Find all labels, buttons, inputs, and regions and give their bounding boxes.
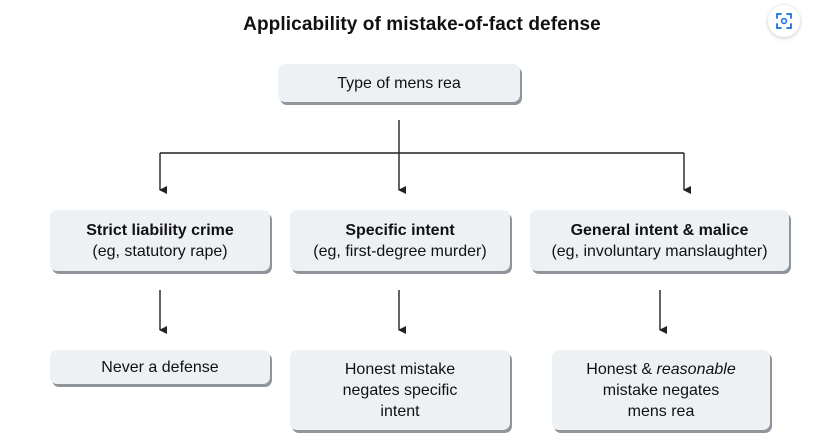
specific-intent-example: (eg, first-degree murder) [313,242,487,260]
honest-mistake-box: Honest mistake negates specific intent [290,350,510,430]
honest-mistake-line-2: negates specific [342,381,458,399]
strict-liability-heading: Strict liability crime [86,221,234,239]
reasonable-mistake-line-2: mistake negates [602,381,720,399]
reasonable-mistake-line-3: mens rea [627,402,695,420]
specific-intent-box: Specific intent (eg, first-degree murder… [290,210,510,271]
general-intent-box: General intent & malice (eg, involuntary… [530,210,789,271]
root-label: Type of mens rea [337,74,461,92]
strict-liability-example: (eg, statutory rape) [92,242,228,260]
honest-mistake-line-1: Honest mistake [344,360,456,378]
reasonable-mistake-box: Honest & reasonable mistake negates mens… [552,350,770,430]
reasonable-mistake-line-1: Honest & reasonable [586,359,735,380]
expand-button[interactable] [768,5,800,37]
never-defense-box: Never a defense [50,350,270,384]
expand-icon [776,13,792,29]
reasonable-mistake-prefix: Honest & [586,360,657,378]
general-intent-heading: General intent & malice [570,221,749,239]
general-intent-example: (eg, involuntary manslaughter) [551,242,768,260]
strict-liability-box: Strict liability crime (eg, statutory ra… [50,210,270,271]
root-box: Type of mens rea [278,64,520,102]
specific-intent-heading: Specific intent [345,221,455,239]
never-defense-text: Never a defense [101,358,219,376]
diagram-title: Applicability of mistake-of-fact defense [243,14,601,35]
reasonable-emphasis: reasonable [656,360,736,378]
honest-mistake-line-3: intent [380,402,420,420]
